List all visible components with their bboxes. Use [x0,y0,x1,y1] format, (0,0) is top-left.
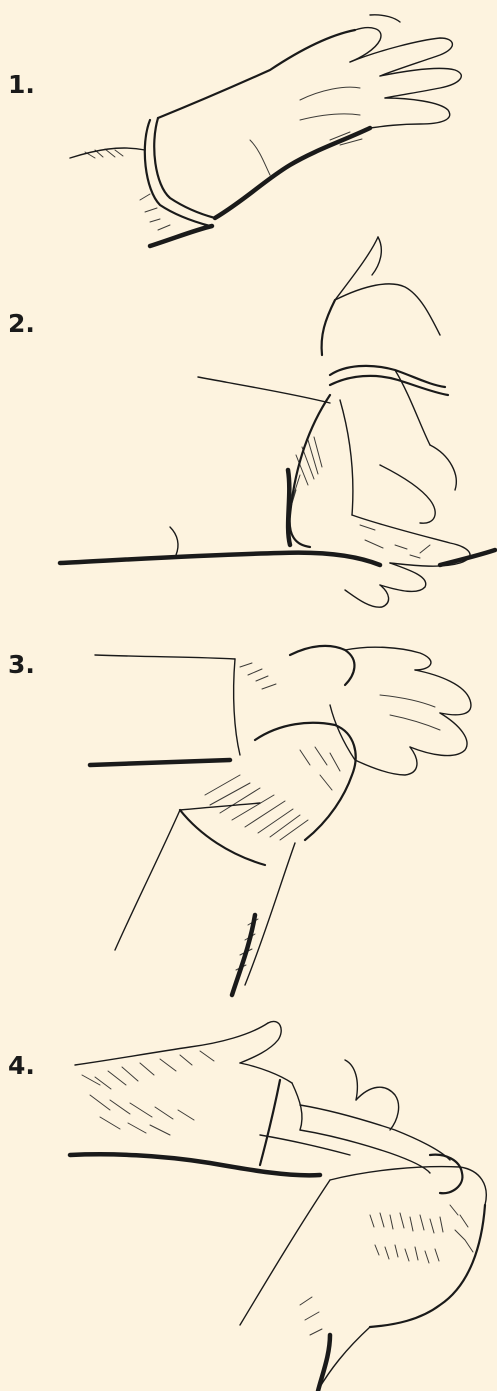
step-2-panel: 2. [0,225,497,615]
glove-cuff-pinch-illustration [0,225,497,615]
glove-peel-off-illustration [0,615,497,1005]
step-4-panel: 4. [0,1005,497,1391]
step-3-panel: 3. [0,615,497,1005]
gloved-hand-illustration [0,0,497,260]
step-1-panel: 1. [0,0,497,260]
finger-under-cuff-illustration [0,1005,497,1391]
